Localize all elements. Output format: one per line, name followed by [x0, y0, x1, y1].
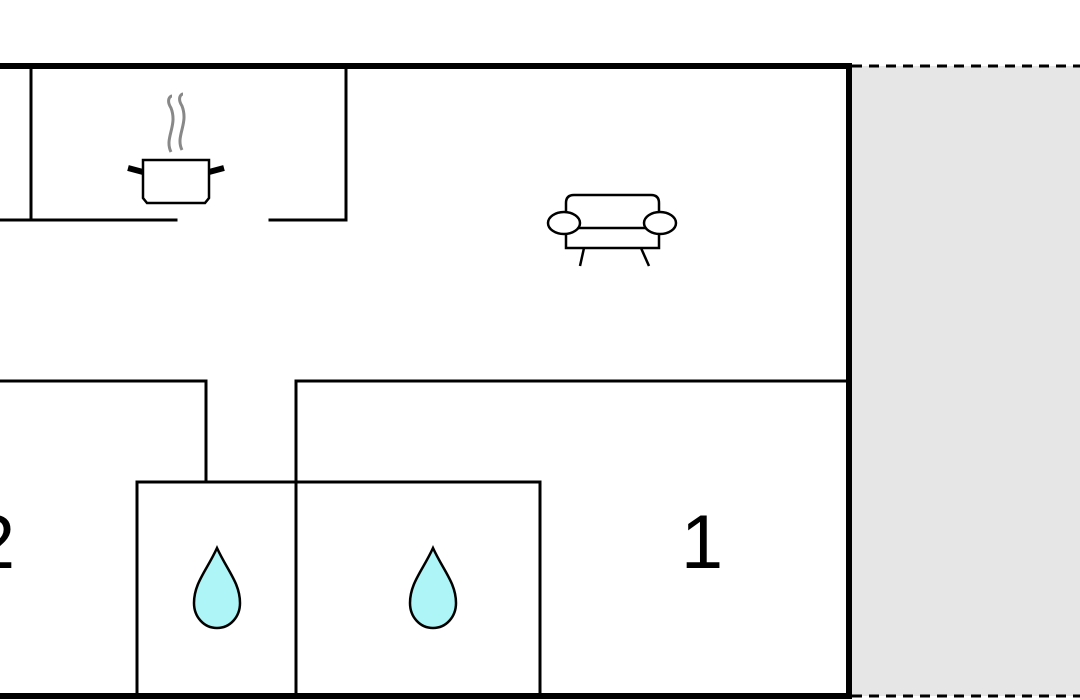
interior-walls: [0, 64, 851, 698]
room-label-1: 1: [681, 500, 723, 585]
terrace-area: [852, 64, 1080, 698]
cooking-pot-icon: [127, 92, 225, 205]
room-label-2: 2: [0, 500, 15, 585]
water-drop-icon: [408, 544, 458, 630]
sofa-icon: [546, 193, 678, 267]
water-drop-icon: [192, 544, 242, 630]
